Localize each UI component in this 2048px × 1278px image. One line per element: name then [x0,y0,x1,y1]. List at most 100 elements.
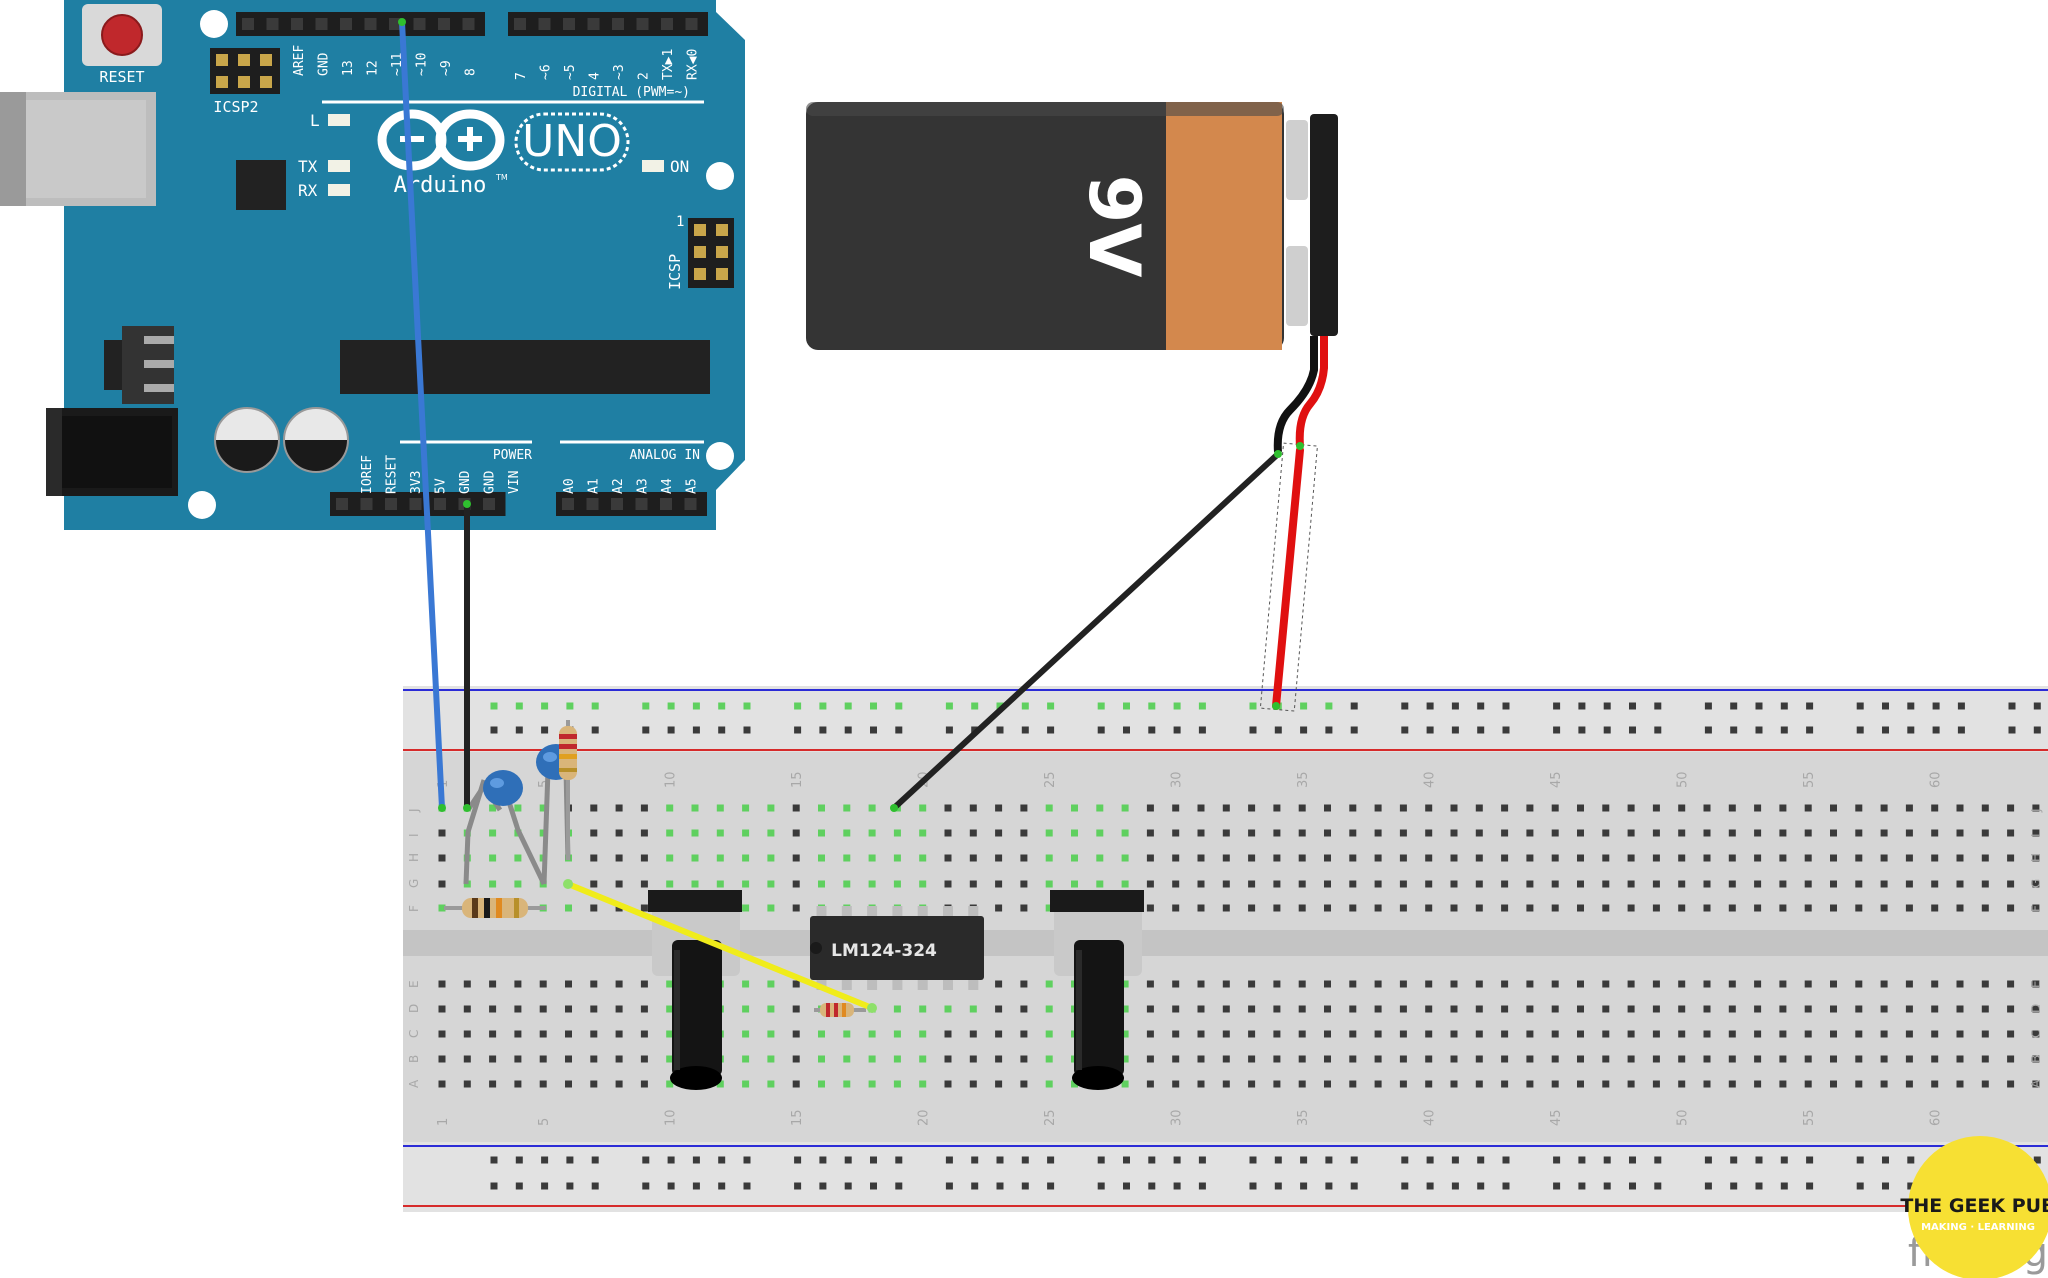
breadboard-hole[interactable] [1222,804,1230,812]
breadboard-hole[interactable] [868,854,876,862]
breadboard-hole[interactable] [1602,854,1610,862]
breadboard-hole[interactable] [1880,854,1888,862]
power-rail-hole[interactable] [1553,726,1561,734]
breadboard-hole[interactable] [539,1030,547,1038]
breadboard-hole[interactable] [1501,1080,1509,1088]
breadboard-hole[interactable] [1931,980,1939,988]
power-rail-hole[interactable] [2008,702,2016,710]
power-rail-hole[interactable] [794,702,802,710]
power-rail-hole[interactable] [819,1156,827,1164]
power-rail-hole[interactable] [996,1156,1004,1164]
breadboard-hole[interactable] [1399,829,1407,837]
breadboard-hole[interactable] [1450,980,1458,988]
breadboard-hole[interactable] [843,880,851,888]
breadboard-hole[interactable] [1020,829,1028,837]
breadboard-hole[interactable] [944,1005,952,1013]
breadboard-hole[interactable] [818,1055,825,1063]
power-rail-hole[interactable] [591,1182,599,1190]
icsp2-pin[interactable] [260,54,272,66]
breadboard-hole[interactable] [969,1005,977,1013]
breadboard-hole[interactable] [1779,1030,1787,1038]
power-rail-hole[interactable] [1654,1156,1662,1164]
breadboard-hole[interactable] [2032,880,2040,888]
wire-blue-pin10-to-breadboard[interactable] [399,19,445,811]
breadboard-hole[interactable] [1298,854,1306,862]
breadboard-hole[interactable] [666,804,674,812]
power-rail-hole[interactable] [1021,1182,1029,1190]
breadboard-hole[interactable] [1475,904,1483,912]
breadboard-hole[interactable] [514,1080,522,1088]
breadboard-hole[interactable] [1425,829,1433,837]
breadboard-hole[interactable] [438,1030,446,1038]
breadboard-hole[interactable] [818,1030,825,1038]
breadboard-hole[interactable] [2032,1080,2040,1088]
power-rail-hole[interactable] [1047,702,1055,710]
breadboard-hole[interactable] [1931,1055,1939,1063]
breadboard-hole[interactable] [1222,1005,1230,1013]
breadboard-hole[interactable] [1779,880,1787,888]
breadboard-hole[interactable] [691,854,699,862]
breadboard-hole[interactable] [489,854,497,862]
breadboard-hole[interactable] [792,904,800,912]
icsp-pin[interactable] [716,224,728,236]
breadboard-hole[interactable] [868,829,876,837]
breadboard-hole[interactable] [792,829,800,837]
power-rail-hole[interactable] [1123,1182,1130,1190]
power-rail-hole[interactable] [1856,1182,1864,1190]
power-rail-hole[interactable] [515,1182,523,1190]
power-rail-hole[interactable] [1806,1182,1814,1190]
breadboard-hole[interactable] [1804,829,1812,837]
breadboard-hole[interactable] [590,904,598,912]
power-rail-hole[interactable] [1148,1182,1156,1190]
breadboard-hole[interactable] [1071,854,1078,862]
power-rail-hole[interactable] [844,1156,852,1164]
icsp-pin[interactable] [716,246,728,258]
breadboard-hole[interactable] [1172,1030,1180,1038]
power-rail-hole[interactable] [1426,1182,1434,1190]
power-rail-hole[interactable] [945,726,953,734]
breadboard-hole[interactable] [1121,829,1129,837]
power-rail-hole[interactable] [743,702,751,710]
breadboard-hole[interactable] [767,829,775,837]
breadboard-hole[interactable] [615,880,623,888]
breadboard-hole[interactable] [1020,904,1028,912]
wire-yellow[interactable] [565,881,875,1011]
breadboard-hole[interactable] [1349,804,1357,812]
breadboard-hole[interactable] [1627,829,1635,837]
breadboard-hole[interactable] [1071,1080,1078,1088]
breadboard-hole[interactable] [1652,880,1660,888]
breadboard-hole[interactable] [1577,1080,1584,1088]
breadboard-hole[interactable] [1399,1055,1407,1063]
breadboard-hole[interactable] [1678,854,1686,862]
breadboard-hole[interactable] [1374,880,1382,888]
breadboard-hole[interactable] [1779,1055,1787,1063]
breadboard-hole[interactable] [666,1005,674,1013]
breadboard-hole[interactable] [1981,1055,1989,1063]
breadboard-hole[interactable] [2032,829,2040,837]
power-rail-hole[interactable] [1806,702,1814,710]
breadboard-hole[interactable] [1551,1005,1559,1013]
power-rail-hole[interactable] [1148,1156,1156,1164]
power-rail-hole[interactable] [870,702,877,710]
breadboard-hole[interactable] [818,854,825,862]
power-rail-hole[interactable] [515,726,523,734]
breadboard-hole[interactable] [1146,829,1154,837]
breadboard-hole[interactable] [995,1055,1003,1063]
breadboard-hole[interactable] [767,1030,775,1038]
breadboard-hole[interactable] [1273,980,1281,988]
breadboard-hole[interactable] [640,854,648,862]
breadboard-hole[interactable] [716,854,724,862]
breadboard-hole[interactable] [1450,1030,1458,1038]
power-rail-hole[interactable] [844,1182,852,1190]
power-rail-hole[interactable] [1097,726,1105,734]
breadboard-hole[interactable] [1146,980,1154,988]
breadboard-hole[interactable] [590,880,598,888]
power-rail-hole[interactable] [541,702,549,710]
breadboard-hole[interactable] [1197,854,1205,862]
analog-header-pin[interactable] [586,498,599,510]
power-rail-hole[interactable] [591,726,599,734]
breadboard-hole[interactable] [1804,804,1812,812]
breadboard-hole[interactable] [1172,980,1180,988]
icsp2-pin[interactable] [216,54,228,66]
power-rail-hole[interactable] [1629,702,1636,710]
